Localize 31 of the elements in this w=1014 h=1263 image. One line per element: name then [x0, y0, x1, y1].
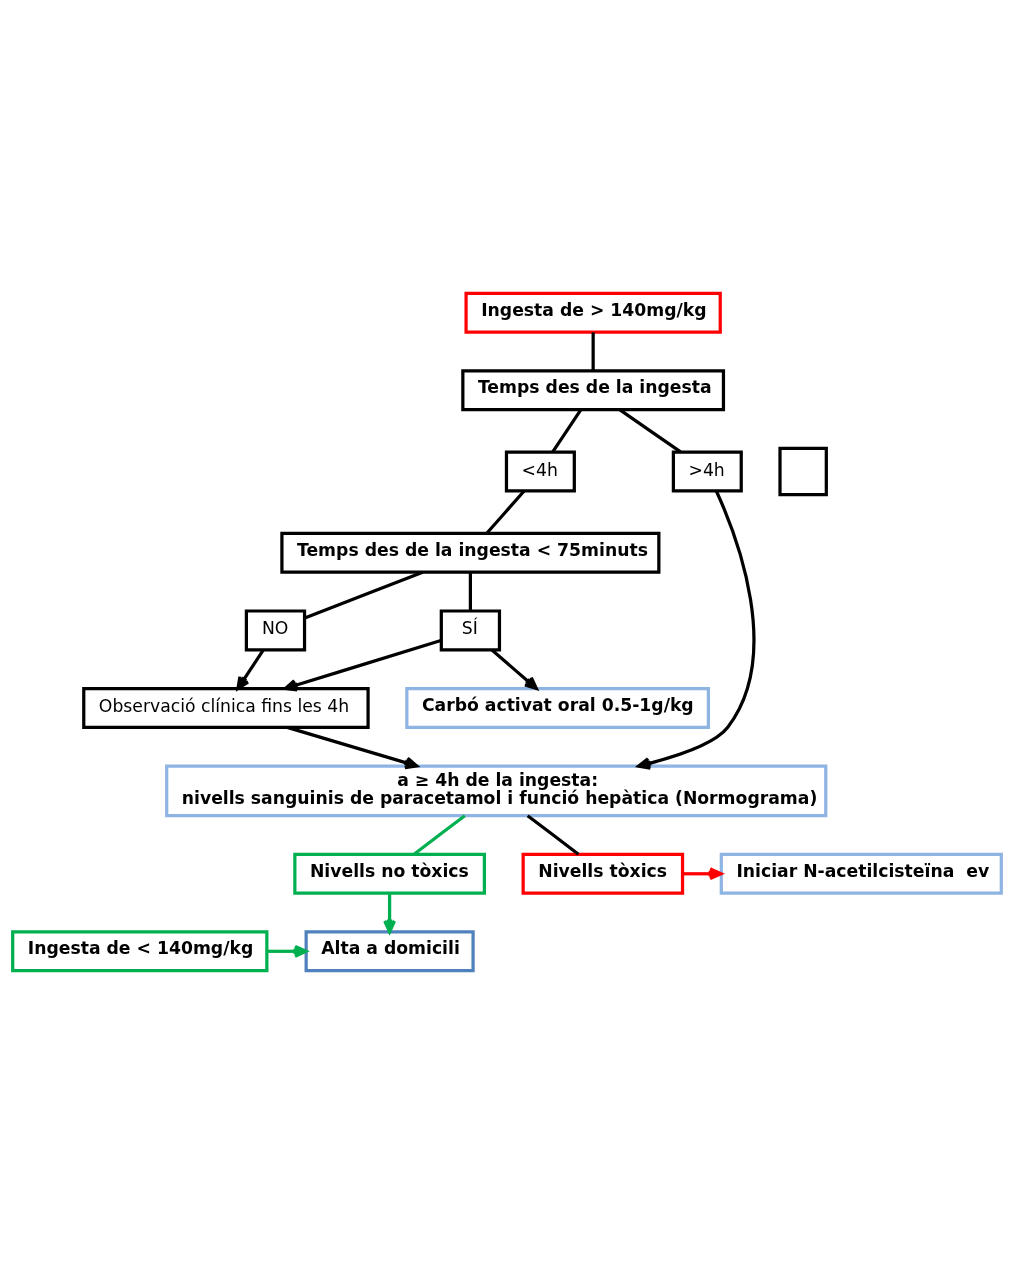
- node-box: <4h: [504, 450, 576, 493]
- connector: [413, 813, 466, 855]
- arrow: [383, 893, 397, 933]
- node-box: SÍ: [439, 608, 502, 651]
- node-box: NO: [244, 608, 307, 651]
- node-box: [778, 446, 828, 496]
- arrow: [267, 944, 308, 958]
- node-box: Nivells no tòxics: [293, 852, 486, 895]
- node-box: Observació clínica fins les 4h: [82, 686, 370, 729]
- arrow: [283, 638, 442, 692]
- node-box: Ingesta de > 140mg/kg: [464, 291, 722, 334]
- node-box: Temps des de la ingesta: [461, 368, 726, 411]
- node-box: Ingesta de < 140mg/kg: [11, 929, 269, 972]
- node-box: >4h: [671, 450, 743, 493]
- node-box: Iniciar N-acetilcisteïna ev: [719, 852, 1003, 895]
- connector: [485, 489, 526, 534]
- arrow: [682, 866, 723, 880]
- connector: [304, 570, 424, 619]
- node-box: Alta a domicili: [304, 929, 475, 972]
- arrow: [637, 489, 756, 770]
- node-box: Temps des de la ingesta < 75minuts: [280, 531, 661, 574]
- arrow: [286, 725, 419, 769]
- connector: [591, 331, 595, 371]
- arrow: [236, 648, 265, 690]
- connector: [551, 408, 583, 453]
- node-box: Nivells tòxics: [521, 852, 685, 895]
- node-box: Carbó activat oral 0.5-1g/kg: [405, 686, 710, 729]
- connector: [526, 813, 580, 855]
- node-box: a ≥ 4h de la ingesta: nivells sanguinis de paracetamol i funció hepàtica (Normograma): [165, 763, 828, 817]
- connector: [468, 572, 472, 611]
- arrow: [490, 648, 538, 690]
